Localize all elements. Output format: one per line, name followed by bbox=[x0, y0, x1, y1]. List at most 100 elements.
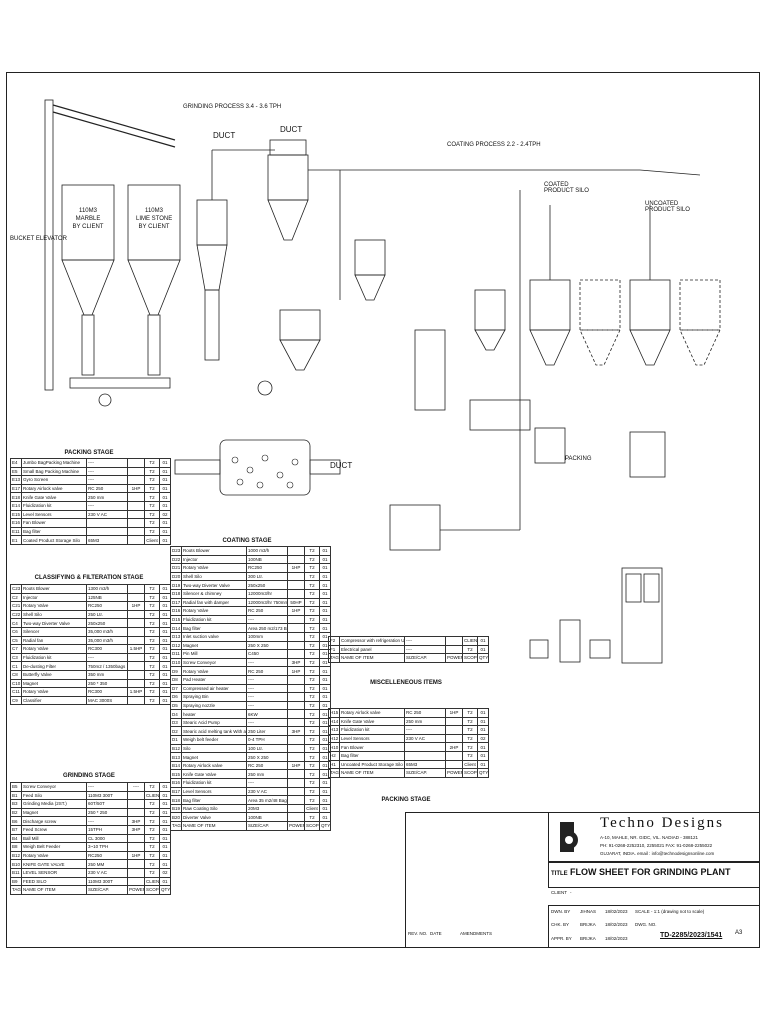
chk-date: 18/02/2023 bbox=[605, 922, 628, 927]
table-cell: E5 bbox=[10, 466, 22, 477]
table-cell bbox=[127, 475, 145, 485]
table-cell: Area 35 m2/48 Bags bbox=[246, 795, 288, 805]
table-cell: T2 bbox=[144, 466, 160, 477]
table-cell: 3~10 TPH bbox=[86, 842, 128, 852]
table-cell: 01 bbox=[159, 687, 171, 697]
table-cell: 01 bbox=[159, 799, 171, 809]
table-cell: POWER bbox=[445, 768, 463, 778]
company-address-2: PH: 91-0268-2252310, 2255021 FAX: 91-026… bbox=[600, 843, 713, 848]
table-footer-row: TAG NO.NAME OF ITEMSIZE/CAP.POWERSCOPEQT… bbox=[328, 768, 489, 778]
table-cell: T2 bbox=[304, 614, 320, 625]
table-cell: 01 bbox=[319, 554, 331, 565]
table-cell: T2 bbox=[304, 717, 320, 728]
table-cell: POWER bbox=[445, 653, 463, 663]
table-cell: 01 bbox=[159, 859, 171, 869]
table-cell: SIZE/CAP. bbox=[404, 768, 446, 778]
table-cell: Spraying Bin bbox=[181, 692, 247, 702]
table-cell: B9 bbox=[10, 876, 22, 887]
table-cell bbox=[127, 526, 145, 537]
classifier bbox=[196, 199, 228, 246]
table-cell: T2 bbox=[144, 833, 160, 844]
silo-marble bbox=[61, 184, 115, 376]
table-cell: T2 bbox=[144, 635, 160, 646]
table-cell: T2 bbox=[144, 695, 160, 706]
table-cell: Rotary Valve bbox=[21, 687, 87, 697]
table-cell: B16 bbox=[170, 778, 182, 788]
table-cell: 100 Ltr. bbox=[246, 743, 288, 754]
table-cell bbox=[127, 842, 145, 852]
table-cell: B7 bbox=[10, 824, 22, 835]
table-cell bbox=[287, 778, 305, 788]
table-cell: 02 bbox=[159, 509, 171, 520]
electrical-panel bbox=[621, 567, 663, 664]
table-cell: T2 bbox=[462, 750, 478, 761]
table-cell: C2 bbox=[10, 592, 22, 603]
table-cell: TAG NO. bbox=[170, 821, 182, 831]
table-cell: F2 bbox=[328, 636, 340, 646]
table-cell: 230 V AC bbox=[246, 786, 288, 797]
table-cell: D23 bbox=[170, 546, 182, 556]
duct-label-2: DUCT bbox=[280, 125, 303, 134]
table-cell bbox=[445, 716, 463, 727]
table-cell: SIZE/CAP. bbox=[404, 653, 446, 663]
table-cell: LEVEL SENSOR bbox=[21, 867, 87, 878]
table-cell bbox=[287, 683, 305, 694]
table-cell: 6KW bbox=[246, 709, 288, 719]
table-cell: RC250 bbox=[246, 563, 288, 573]
table-cell: Grinding Media (2ST.) bbox=[21, 799, 87, 809]
table-cell: C23 bbox=[10, 584, 22, 594]
table-cell: T2 bbox=[304, 709, 320, 719]
bucket-elevator bbox=[44, 99, 54, 391]
table-cell: 01 bbox=[477, 708, 489, 718]
table-cell bbox=[127, 626, 145, 637]
table-cell: 250 mm bbox=[86, 492, 128, 502]
table-cell: C1 bbox=[10, 661, 22, 671]
table-cell: Weigh belt feeder bbox=[181, 735, 247, 745]
table-cell: C450 bbox=[246, 649, 288, 659]
table-cell bbox=[127, 652, 145, 663]
table-cell: Pin Mill bbox=[181, 649, 247, 659]
table-cell: MAC 3000S bbox=[86, 695, 128, 706]
table-cell bbox=[287, 786, 305, 797]
table-cell: Small Bag Packing Machine bbox=[21, 466, 87, 477]
table-cell: Client bbox=[304, 803, 320, 814]
table-cell: T2 bbox=[462, 716, 478, 727]
duct-label-3: DUCT bbox=[330, 461, 353, 470]
table-cell: 01 bbox=[159, 500, 171, 511]
table-cell: 250 mm bbox=[404, 716, 446, 727]
table-cell: 250x250 bbox=[246, 580, 288, 590]
table-cell: T2 bbox=[144, 678, 160, 689]
table-cell: ---- bbox=[246, 674, 288, 685]
table-cell: RC 250 bbox=[246, 666, 288, 676]
table-cell: T2 bbox=[304, 786, 320, 797]
table-cell bbox=[127, 867, 145, 878]
table-cell: B11 bbox=[10, 867, 22, 878]
chk-name: BRIJKA bbox=[580, 922, 596, 927]
table-cell: 01 bbox=[477, 725, 489, 735]
table-cell: TAG NO. bbox=[10, 885, 22, 895]
table-cell: H2 bbox=[328, 750, 340, 761]
table-cell: Area 250 m2/173 Bags bbox=[246, 623, 288, 633]
company-address-3: GUJARAT, INDIA. email : info@technodesig… bbox=[600, 851, 715, 856]
table-cell: NAME OF ITEM bbox=[339, 653, 405, 663]
table-cell: Client bbox=[462, 759, 478, 770]
table-cell: T2 bbox=[462, 725, 478, 735]
table-cell: 01 bbox=[319, 571, 331, 582]
